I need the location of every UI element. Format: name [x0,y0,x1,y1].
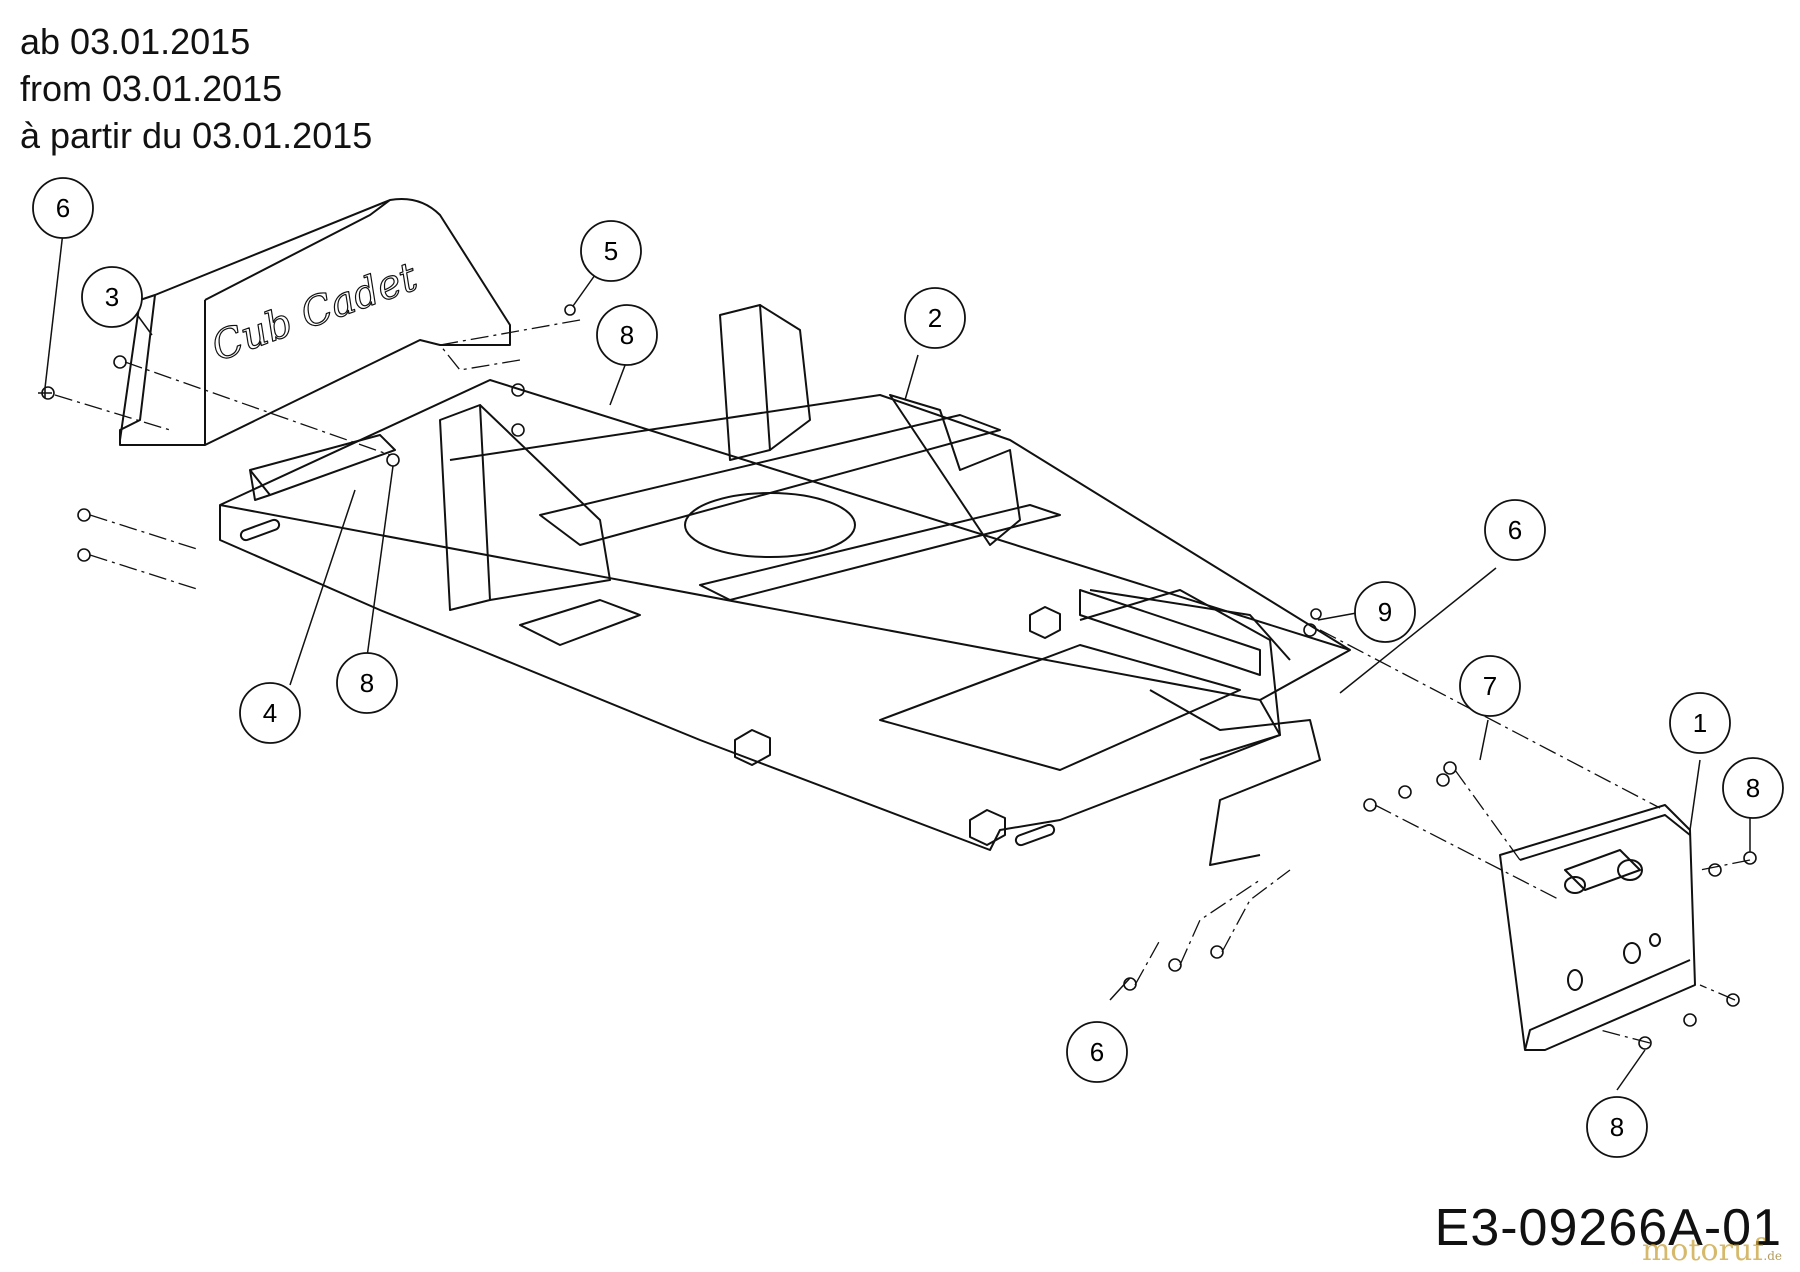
callout-number: 7 [1483,671,1497,701]
callout-8-c8d: 8 [1586,1096,1648,1158]
callout-number: 2 [928,303,942,333]
callout-5-c5: 5 [580,220,642,282]
callout-number: 6 [1090,1037,1104,1067]
watermark-logo: motoruf.de [1642,1233,1782,1268]
callouts: 6 3 5 8 2 4 8 6 9 7 1 8 6 8 [32,177,1784,1158]
callout-circle [1484,499,1546,561]
callout-circle [580,220,642,282]
callout-8-c8a: 8 [596,304,658,366]
callout-8-c8c: 8 [1722,757,1784,819]
validity-line-french: à partir du 03.01.2015 [20,115,373,156]
callout-3-c3: 3 [81,266,143,328]
callout-number: 5 [604,236,618,266]
callout-circle [32,177,94,239]
fasteners [38,304,1757,1050]
callout-number: 8 [1746,773,1760,803]
front-bracket-part [1499,804,1696,1051]
callout-9-c9: 9 [1354,581,1416,643]
callout-number: 6 [56,193,70,223]
main-frame-part [219,304,1351,866]
callout-circle [1586,1096,1648,1158]
callout-circle [336,652,398,714]
callout-circle [239,682,301,744]
drawing-code: E3-09266A-01 [1434,1199,1782,1257]
callout-circle [81,266,143,328]
callout-number: 4 [263,698,277,728]
callout-number: 8 [620,320,634,350]
validity-header: ab 03.01.2015 from 03.01.2015 à partir d… [20,18,372,159]
watermark-logo-suffix: .de [1763,1249,1782,1263]
callout-circle [1722,757,1784,819]
callout-7-c7: 7 [1459,655,1521,717]
support-bracket-part [249,434,396,501]
callout-number: 8 [360,668,374,698]
callout-number: 3 [105,282,119,312]
validity-line-german: ab 03.01.2015 [20,21,251,62]
callout-circle [1669,692,1731,754]
watermark-logo-text: motoruf [1641,1233,1764,1268]
callout-circle [1459,655,1521,717]
callout-1-c1: 1 [1669,692,1731,754]
leader-lines [44,231,1751,1091]
callout-circle [1354,581,1416,643]
callout-6-c6a: 6 [32,177,94,239]
callout-circle [1066,1021,1128,1083]
callout-number: 8 [1610,1112,1624,1142]
callout-circle [904,287,966,349]
callout-6-c6b: 6 [1484,499,1546,561]
callout-number: 6 [1508,515,1522,545]
callout-2-c2: 2 [904,287,966,349]
callout-6-c6c: 6 [1066,1021,1128,1083]
callout-4-c4: 4 [239,682,301,744]
callout-number: 1 [1693,708,1707,738]
assembly-lines [54,319,1751,1044]
callout-number: 9 [1378,597,1392,627]
validity-line-english: from 03.01.2015 [20,68,283,109]
seat-panel-part: Cub Cadet [119,198,511,446]
callout-circle [596,304,658,366]
callout-8-c8b: 8 [336,652,398,714]
